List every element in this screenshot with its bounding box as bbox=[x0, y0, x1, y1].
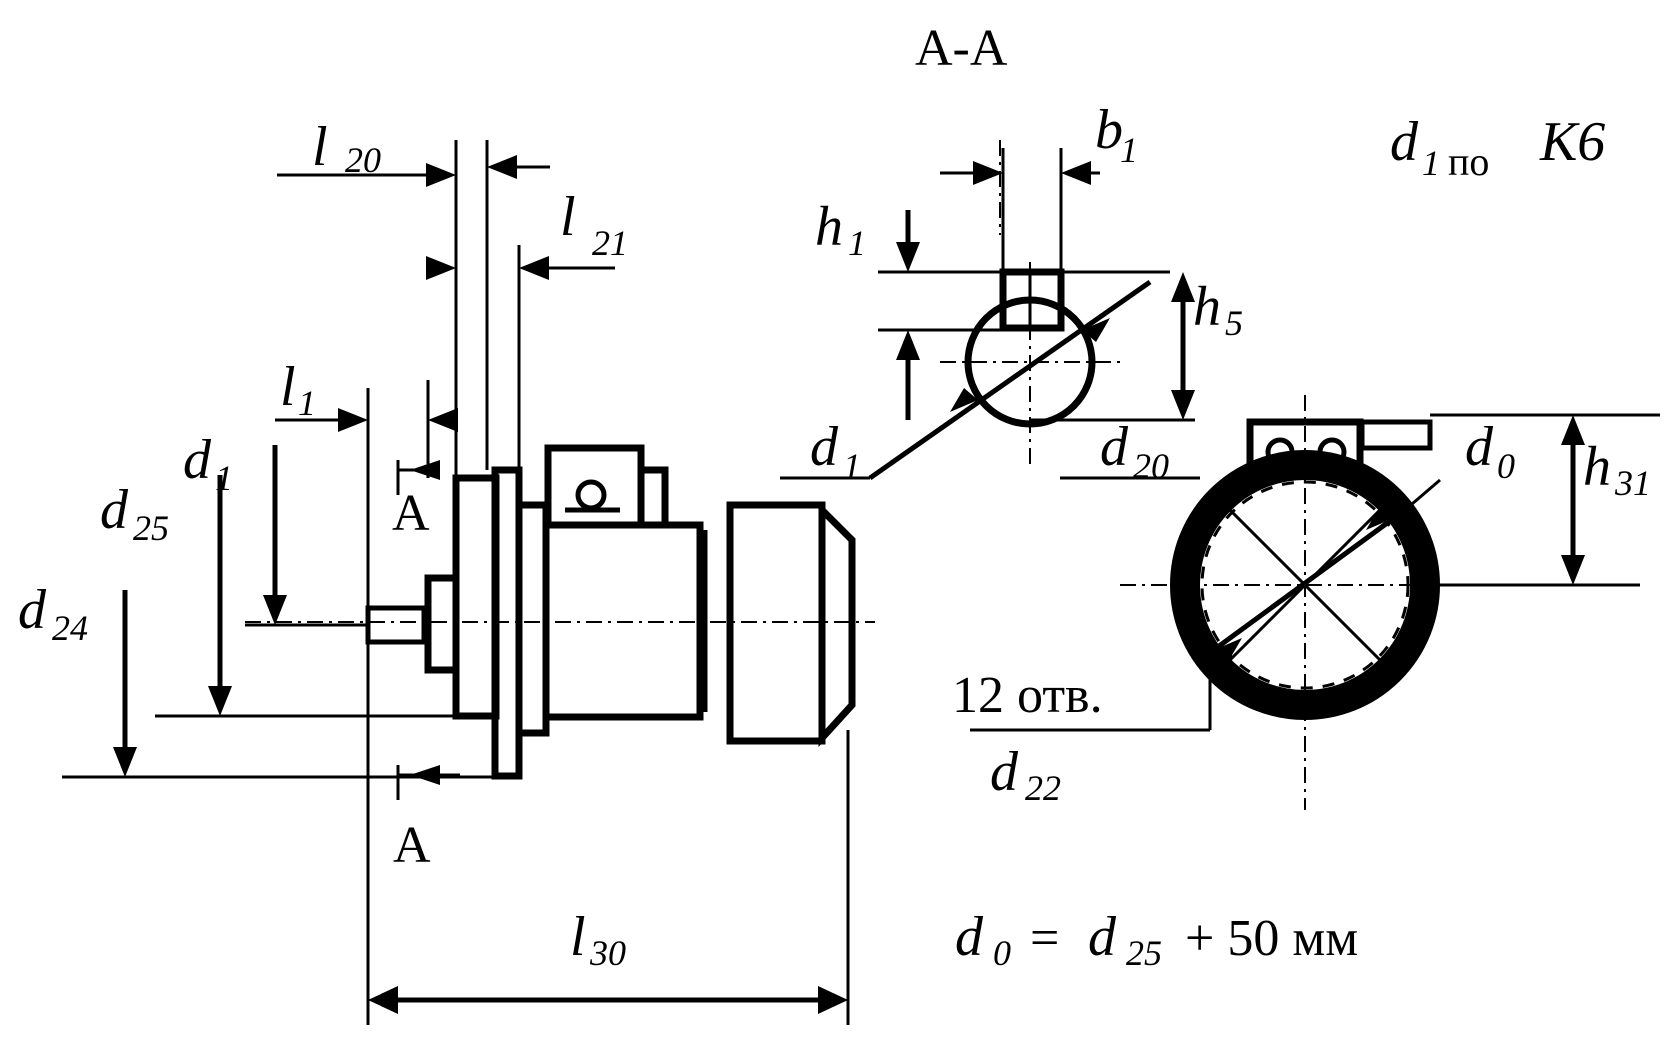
svg-text:d: d bbox=[1100, 416, 1129, 478]
dim-d1: d 1 bbox=[183, 429, 233, 498]
svg-text:=: = bbox=[1030, 910, 1059, 967]
dim-d0: d 0 bbox=[1465, 416, 1515, 486]
svg-text:l: l bbox=[560, 186, 576, 248]
svg-text:d: d bbox=[810, 416, 839, 478]
formula-note: d 0 = d 25 + 50 мм bbox=[955, 906, 1358, 973]
section-aa: b 1 h 1 h 5 d 1 bbox=[780, 99, 1243, 486]
dim-d22: d 22 bbox=[990, 741, 1061, 808]
svg-text:d: d bbox=[955, 906, 984, 968]
dim-b1: b 1 bbox=[1095, 99, 1138, 170]
dim-l30: l 30 bbox=[570, 906, 626, 973]
dim-l20: l 20 bbox=[312, 116, 381, 180]
svg-text:d: d bbox=[1465, 416, 1494, 478]
terminal-box-lug bbox=[575, 479, 607, 511]
svg-text:1: 1 bbox=[843, 446, 861, 486]
motor-side-view bbox=[245, 444, 875, 780]
flange-front-view: d 0 h 31 d 20 12 отв. d 22 bbox=[952, 395, 1660, 810]
dim-d24: d 24 bbox=[18, 579, 88, 648]
fan-cover-cone bbox=[818, 501, 856, 748]
svg-text:1: 1 bbox=[1120, 130, 1138, 170]
svg-text:25: 25 bbox=[1126, 933, 1162, 973]
svg-text:d: d bbox=[18, 579, 47, 641]
svg-text:h: h bbox=[815, 196, 843, 258]
svg-text:d: d bbox=[990, 741, 1019, 803]
svg-text:l: l bbox=[280, 356, 296, 418]
svg-text:К6: К6 bbox=[1539, 111, 1605, 173]
svg-text:h: h bbox=[1583, 436, 1611, 498]
flange-terminal-tab bbox=[1359, 419, 1433, 451]
svg-text:h: h bbox=[1193, 276, 1221, 338]
svg-text:20: 20 bbox=[1133, 446, 1169, 486]
terminal-box bbox=[544, 444, 645, 529]
section-mark-top: А bbox=[392, 485, 430, 542]
spigot-ring bbox=[515, 501, 550, 737]
holes-note: 12 отв. bbox=[952, 667, 1103, 724]
svg-text:+ 50 мм: + 50 мм bbox=[1185, 910, 1358, 967]
svg-text:0: 0 bbox=[1497, 446, 1515, 486]
shaft bbox=[365, 605, 427, 645]
svg-text:30: 30 bbox=[589, 933, 626, 973]
svg-text:l: l bbox=[570, 906, 586, 968]
svg-text:по: по bbox=[1448, 139, 1489, 184]
dim-d20: d 20 bbox=[1100, 416, 1169, 486]
svg-text:1: 1 bbox=[1422, 143, 1440, 183]
dim-l21: l 21 bbox=[560, 186, 628, 263]
dim-l1: l 1 bbox=[280, 356, 316, 423]
svg-text:25: 25 bbox=[133, 508, 169, 548]
svg-text:5: 5 bbox=[1225, 303, 1243, 343]
svg-text:22: 22 bbox=[1025, 768, 1061, 808]
section-mark-bottom: А bbox=[393, 817, 431, 874]
dim-h5: h 5 bbox=[1193, 276, 1243, 343]
svg-text:d: d bbox=[100, 479, 129, 541]
dim-h1: h 1 bbox=[815, 196, 866, 263]
bolt-holes bbox=[1178, 458, 1432, 712]
svg-text:24: 24 bbox=[52, 608, 88, 648]
terminal-box-cap bbox=[637, 466, 669, 529]
flange-outer-circle bbox=[1170, 450, 1440, 720]
svg-text:l: l bbox=[312, 116, 328, 178]
svg-text:1: 1 bbox=[298, 383, 316, 423]
svg-text:d: d bbox=[1088, 906, 1117, 968]
svg-text:21: 21 bbox=[592, 223, 628, 263]
svg-text:b: b bbox=[1095, 99, 1123, 161]
side-view-dimensions: l 20 l 21 l 1 А А bbox=[18, 116, 850, 1025]
section-title: А-А bbox=[915, 20, 1008, 77]
shaft-collar bbox=[424, 574, 460, 674]
svg-text:31: 31 bbox=[1614, 463, 1651, 503]
dim-d1-section: d 1 bbox=[810, 416, 861, 486]
svg-text:d: d bbox=[183, 429, 212, 491]
svg-text:20: 20 bbox=[345, 140, 381, 180]
svg-text:d: d bbox=[1390, 111, 1419, 173]
tolerance-note: d 1 по К6 bbox=[1390, 111, 1605, 184]
flange-body bbox=[452, 474, 500, 720]
dim-d25: d 25 bbox=[100, 479, 169, 548]
svg-text:1: 1 bbox=[848, 223, 866, 263]
dim-h31: h 31 bbox=[1583, 436, 1651, 503]
svg-text:0: 0 bbox=[993, 933, 1011, 973]
